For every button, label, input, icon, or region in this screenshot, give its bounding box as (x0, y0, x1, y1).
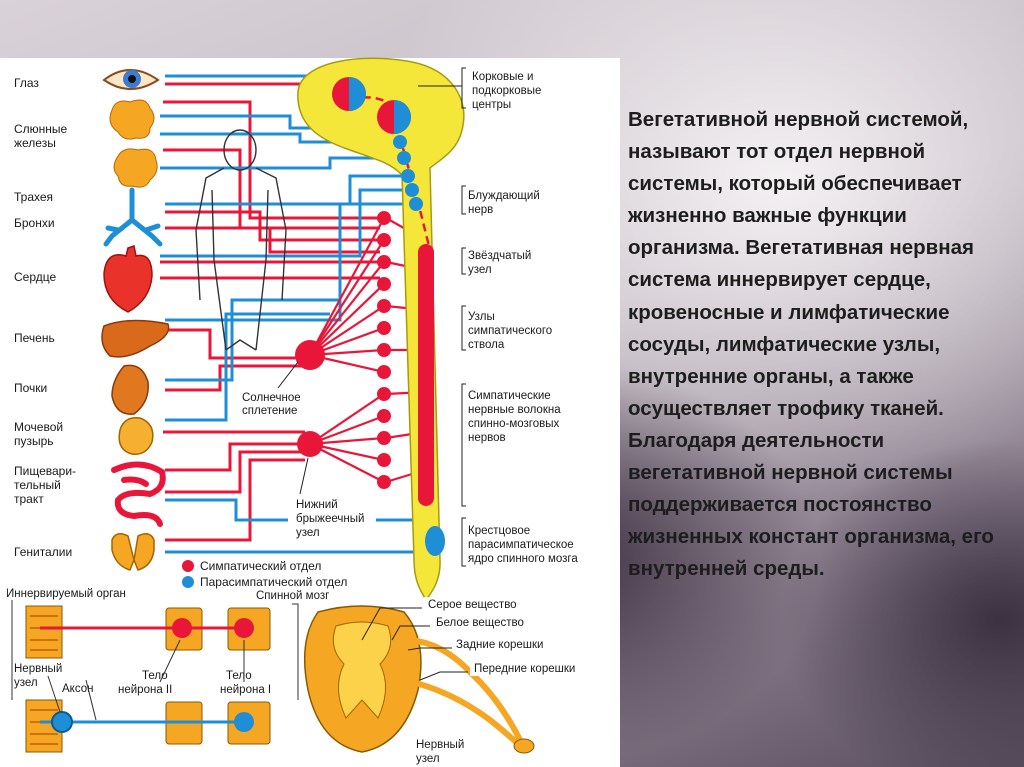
label-ventral-bg (470, 661, 616, 676)
sympathetic-neuron-body (234, 618, 254, 638)
organ-kidney-icon (111, 364, 149, 415)
label-solar-bg (236, 388, 322, 418)
organ-heart-icon (103, 245, 153, 313)
label-trunk-2: симпатического (468, 325, 552, 337)
organ-bladder-icon (118, 417, 154, 455)
parasympathetic-ganglion (51, 711, 73, 733)
legend-sympathetic-label: Симпатический отдел (200, 559, 321, 573)
vagus-nuclei (393, 135, 423, 211)
solar-plexus-ganglion (295, 340, 325, 370)
label-digestive-3: тракт (14, 492, 44, 506)
label-heart: Сердце (14, 270, 56, 284)
label-liver: Печень (14, 331, 55, 345)
label-fibers-1: Симпатические (468, 390, 551, 402)
label-eye: Глаз (14, 76, 39, 90)
legend-sympathetic-marker (182, 560, 194, 572)
label-body1-2: нейрона I (220, 684, 271, 696)
legend: Симпатический отдел Парасимпатический от… (182, 559, 347, 589)
label-sacral-2: парасимпатическое (468, 539, 574, 551)
label-mesenteric-bg (288, 494, 376, 538)
label-stellate-1: Звёздчатый (468, 250, 531, 262)
label-gray-bg (424, 597, 554, 612)
label-root-ganglion-2: узел (416, 753, 440, 765)
label-body2-2: нейрона II (118, 684, 172, 696)
legend-parasympathetic-marker (182, 576, 194, 588)
label-trachea: Трахея (14, 190, 53, 204)
label-stellate-2: узел (468, 264, 492, 276)
sacral-nucleus (425, 526, 445, 556)
label-digestive-2: тельный (14, 478, 61, 492)
label-digestive-1: Пищевари- (14, 464, 76, 478)
label-root-ganglion-1: Нервный (416, 739, 464, 751)
muscle-tissue-top (25, 605, 63, 659)
label-trunk-3: ствола (468, 339, 505, 351)
label-bladder-2: пузырь (14, 434, 54, 448)
brain-spinal-cord (297, 57, 465, 602)
label-vagus-2: нерв (468, 204, 493, 216)
label-white-bg (432, 615, 562, 630)
label-cortical-2: подкорковые (472, 85, 541, 97)
label-brackets (418, 67, 466, 567)
label-trunk-1: Узлы (468, 311, 495, 323)
label-bronchi: Бронхи (14, 216, 55, 230)
parasympathetic-neuron-body (234, 712, 254, 732)
label-solar-1: Солнечное (242, 392, 301, 404)
label-solar-2: сплетение (242, 405, 297, 417)
label-ganglion-1: Нервный (14, 663, 62, 675)
sympathetic-trunk-ganglia (377, 211, 391, 489)
label-innervated-organ: Иннервируемый орган (6, 588, 126, 600)
label-bladder-1: Мочевой (14, 420, 63, 434)
reflex-arc-diagram: Иннервируемый орган Спинной мозг Нервный… (6, 588, 329, 753)
label-salivary-1: Слюнные (14, 122, 68, 136)
human-silhouette (195, 129, 287, 351)
label-genitals: Гениталии (14, 545, 72, 559)
label-cortical-1: Корковые и (472, 71, 533, 83)
label-ganglion-2: узел (14, 677, 38, 689)
sympathetic-fibers (160, 82, 380, 542)
label-cortical-3: центры (472, 99, 511, 111)
label-sacral-3: ядро спинного мозга (468, 553, 578, 565)
organ-intestine-icon (111, 461, 166, 527)
label-mesenteric-3: узел (296, 527, 320, 539)
label-spinal-cord: Спинной мозг (256, 590, 329, 602)
label-fibers-4: нервов (468, 432, 506, 444)
label-fibers-2: нервные волокна (468, 404, 561, 416)
cortical-centers (332, 77, 411, 134)
organ-liver-icon (101, 319, 170, 358)
organ-salivary-gland-2-icon (113, 148, 158, 188)
organ-salivary-gland-icon (109, 99, 155, 140)
sympathetic-ganglion (172, 618, 192, 638)
spinal-cross-section (303, 605, 535, 754)
organ-genitals-icon (111, 533, 155, 571)
label-body1-1: Тело (226, 670, 252, 682)
label-dorsal-bg (452, 637, 586, 652)
mesenteric-ganglion (297, 431, 323, 457)
label-fibers-3: спинно-мозговых (468, 418, 559, 430)
organ-eye-icon (102, 69, 160, 90)
label-mesenteric-1: Нижний (296, 499, 338, 511)
label-salivary-2: железы (14, 136, 56, 150)
autonomic-nervous-system-diagram: Глаз Слюнные железы Трахея Бронхи Сердце… (6, 57, 616, 765)
label-vagus-1: Блуждающий (468, 190, 540, 202)
label-dorsal-roots: Задние корешки (456, 639, 543, 651)
organ-trachea-bronchi-icon (103, 187, 163, 247)
label-axon: Аксон (62, 683, 93, 695)
label-sacral-1: Крестцовое (468, 525, 530, 537)
label-gray-matter: Серое вещество (428, 599, 517, 611)
label-mesenteric-2: брыжеечный (296, 513, 364, 525)
label-ventral-roots: Передние корешки (474, 663, 575, 675)
label-kidneys: Почки (14, 381, 47, 395)
label-white-matter: Белое вещество (436, 617, 524, 629)
description-text: Вегетативной нервной системой, называют … (628, 108, 994, 581)
label-body2-1: Тело (142, 670, 168, 682)
legend-parasympathetic-label: Парасимпатический отдел (200, 575, 347, 589)
